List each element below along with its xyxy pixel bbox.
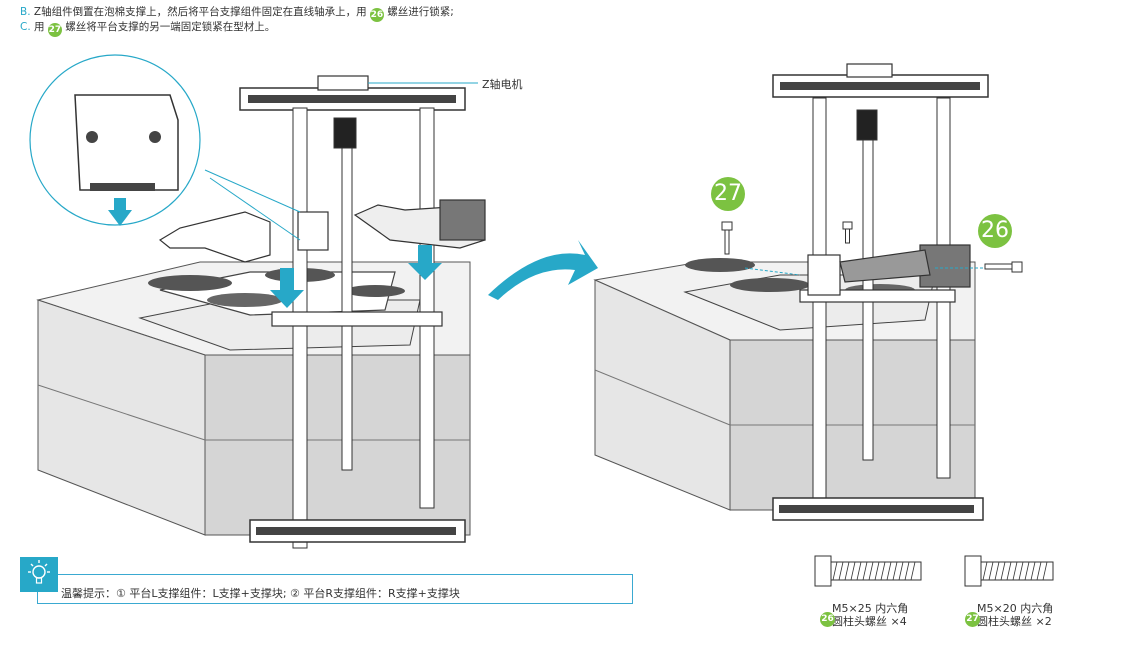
right-z-frame xyxy=(772,63,989,521)
screw-m5x20-drawing xyxy=(964,555,1054,587)
left-platform-supports xyxy=(158,199,486,263)
screw-badge-26-large: 26 xyxy=(978,214,1012,248)
right-screws xyxy=(721,221,1023,276)
right-platform-supports xyxy=(807,244,971,296)
transition-arrow xyxy=(488,240,598,300)
screw-label-m5x20-line1: M5×20 内六角 xyxy=(977,602,1054,615)
step-letter-c: C. xyxy=(20,21,31,33)
screw-m5x25-drawing xyxy=(814,555,922,587)
instruction-b: B. Z轴组件倒置在泡棉支撑上，然后将平台支撑组件固定在直线轴承上，用 26 螺… xyxy=(20,5,454,22)
instruction-c-text-1: 用 xyxy=(30,21,45,33)
screw-label-m5x25: 26 M5×25 内六角 圆柱头螺丝 ×4 xyxy=(820,602,909,628)
instruction-b-text-1: Z轴组件倒置在泡棉支撑上，然后将平台支撑组件固定在直线轴承上，用 xyxy=(30,6,367,18)
step-letter-b: B. xyxy=(20,6,31,18)
tip-text: 温馨提示：① 平台L支撑组件：L支撑+支撑块; ② 平台R支撑组件：R支撑+支撑… xyxy=(61,587,460,600)
screw-label-m5x25-line1: M5×25 内六角 xyxy=(832,602,909,615)
detail-magnifier xyxy=(29,54,301,241)
z-motor-label: Z轴电机 xyxy=(482,78,523,91)
instruction-c: C. 用 27 螺丝将平台支撑的另一端固定锁紧在型材上。 xyxy=(20,20,275,37)
left-down-arrows xyxy=(270,245,442,308)
screw-badge-27: 27 xyxy=(47,23,62,37)
screw-badge-27-large: 27 xyxy=(711,177,745,211)
screw-label-m5x20: 27 M5×20 内六角 圆柱头螺丝 ×2 xyxy=(965,602,1054,628)
screw-label-m5x25-line2: 圆柱头螺丝 ×4 xyxy=(832,615,907,628)
lightbulb-icon xyxy=(28,560,50,584)
instruction-b-text-2: 螺丝进行锁紧; xyxy=(387,6,454,18)
screw-label-badge-27: 27 xyxy=(965,612,980,627)
screw-badge-26: 26 xyxy=(369,8,384,22)
screw-label-badge-26: 26 xyxy=(820,612,835,627)
tip-icon-bg xyxy=(20,557,58,592)
instruction-c-text-2: 螺丝将平台支撑的另一端固定锁紧在型材上。 xyxy=(65,21,276,33)
screw-label-m5x20-line2: 圆柱头螺丝 ×2 xyxy=(977,615,1052,628)
